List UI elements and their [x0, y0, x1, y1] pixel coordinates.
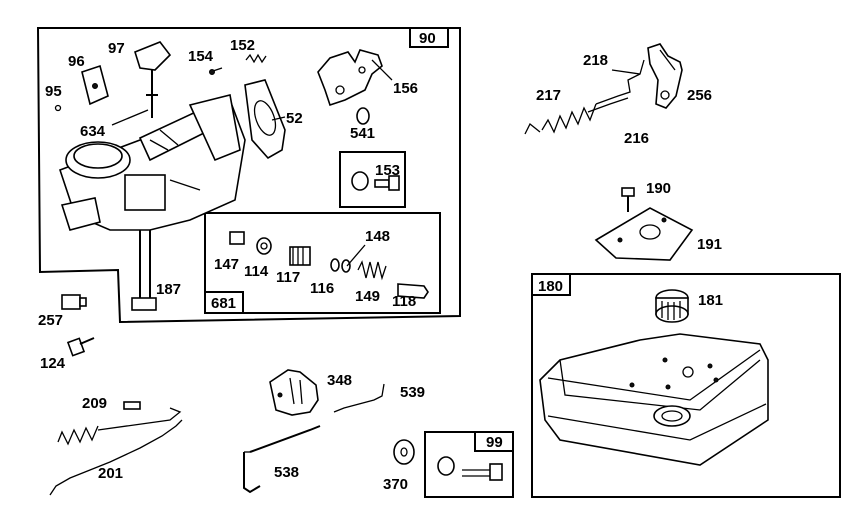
part-539-rod	[333, 383, 385, 413]
group-99: 99	[424, 431, 514, 498]
label-152: 152	[230, 37, 255, 54]
label-181: 181	[698, 292, 723, 309]
part-153-screws	[351, 171, 400, 191]
label-116: 116	[310, 280, 334, 297]
label-114: 114	[244, 263, 269, 280]
label-538: 538	[274, 464, 299, 481]
part-209-spring	[57, 401, 182, 446]
box-label-681: 681	[211, 295, 236, 312]
part-541-washer	[356, 107, 370, 125]
label-217: 217	[536, 87, 561, 104]
part-681-kit	[229, 231, 429, 299]
box-label-180: 180	[538, 278, 563, 295]
label-124: 124	[40, 355, 66, 372]
box-label-99: 99	[486, 434, 503, 451]
label-191: 191	[697, 236, 722, 253]
box-label-90: 90	[419, 30, 436, 47]
part-156-bracket	[317, 49, 393, 107]
part-348-bracket	[269, 369, 319, 416]
label-216: 216	[624, 130, 649, 147]
label-97: 97	[108, 40, 125, 57]
box-681	[204, 212, 441, 314]
part-191-gasket	[594, 207, 694, 261]
label-52: 52	[286, 110, 303, 127]
box-153	[339, 151, 406, 208]
part-201-rod	[49, 419, 183, 496]
part-190-screw	[621, 187, 635, 212]
label-190: 190	[646, 180, 671, 197]
label-156: 156	[393, 80, 418, 97]
label-154: 154	[188, 48, 214, 65]
label-209: 209	[82, 395, 107, 412]
carburetor-body-illustration	[54, 41, 286, 311]
label-257: 257	[38, 312, 63, 329]
label-539: 539	[400, 384, 425, 401]
group-180-fuel-tank: 180	[531, 273, 841, 498]
group-90-carburetor: 90 681	[36, 27, 461, 324]
label-149: 149	[355, 288, 380, 305]
label-634: 634	[80, 123, 106, 140]
label-95: 95	[45, 83, 62, 100]
label-256: 256	[687, 87, 712, 104]
label-187: 187	[156, 281, 181, 298]
label-118: 118	[392, 293, 416, 310]
part-217-218-216-256-linkage	[524, 43, 683, 135]
part-370-washer	[393, 439, 415, 465]
label-147: 147	[214, 256, 239, 273]
label-153: 153	[375, 162, 400, 179]
part-257-nut	[61, 294, 87, 310]
part-124-bolt	[66, 337, 95, 357]
label-117: 117	[276, 269, 300, 286]
part-538-rod	[243, 425, 321, 494]
label-348: 348	[327, 372, 352, 389]
label-541: 541	[350, 125, 375, 142]
label-96: 96	[68, 53, 85, 70]
label-201: 201	[98, 465, 123, 482]
label-370: 370	[383, 476, 408, 493]
label-218: 218	[583, 52, 608, 69]
part-labels: 96 97 154 152 156 95 634 52 541 153 147 …	[38, 37, 723, 493]
label-148: 148	[365, 228, 390, 245]
